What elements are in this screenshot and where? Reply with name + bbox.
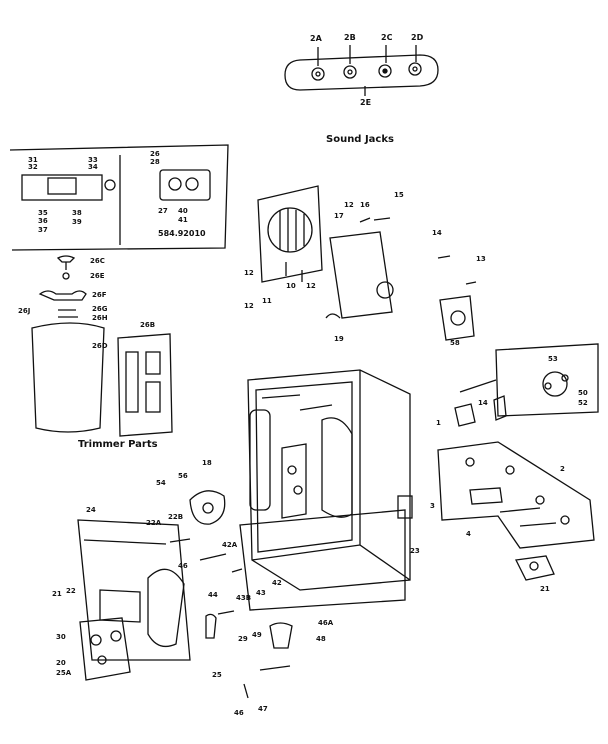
callout-42: 42 — [272, 579, 282, 587]
callout-46-b: 46 — [234, 709, 244, 717]
trimmer-parts — [31, 255, 173, 437]
callout-48: 48 — [316, 635, 326, 643]
callout-2C: 2C — [381, 33, 393, 42]
callout-36: 36 — [38, 217, 48, 225]
callout-29: 29 — [238, 635, 248, 643]
head-assembly — [257, 185, 477, 341]
callout-18: 18 — [202, 459, 212, 467]
main-cabinet — [239, 369, 413, 611]
callout-26C: 26C — [90, 257, 105, 265]
chassis-plate — [437, 395, 595, 581]
callout-2E: 2E — [360, 98, 372, 107]
callout-26J: 26J — [18, 307, 31, 315]
callout-22A: 22A — [146, 519, 162, 527]
callout-47: 47 — [258, 705, 268, 713]
callout-12-aa: 12 — [244, 302, 254, 310]
callout-43B: 43B — [236, 594, 252, 602]
callout-17: 17 — [334, 212, 344, 220]
callout-26G: 26G — [92, 305, 108, 313]
trimmer-parts-caption: Trimmer Parts — [78, 439, 158, 450]
callout-16: 16 — [360, 201, 370, 209]
callout-46A: 46A — [318, 619, 334, 627]
callout-31: 31 — [28, 156, 38, 164]
callout-12-b: 12 — [306, 282, 316, 290]
callout-52: 52 — [578, 399, 588, 407]
callout-33: 33 — [88, 156, 98, 164]
callout-49: 49 — [252, 631, 262, 639]
callout-2: 2 — [560, 465, 565, 473]
callout-42A: 42A — [222, 541, 238, 549]
callout-30: 30 — [56, 633, 66, 641]
right-inset-box — [459, 343, 599, 417]
callout-54: 54 — [156, 479, 166, 487]
callout-2A: 2A — [310, 34, 322, 43]
callout-23: 23 — [410, 547, 420, 555]
callout-43: 43 — [256, 589, 266, 597]
callout-56: 56 — [178, 472, 188, 480]
callout-28: 28 — [150, 158, 160, 166]
callout-41: 41 — [178, 216, 188, 224]
callout-22B: 22B — [168, 513, 184, 521]
callout-53: 53 — [548, 355, 558, 363]
callout-14-a: 14 — [432, 229, 442, 237]
callout-58: 58 — [450, 339, 460, 347]
callout-44: 44 — [208, 591, 218, 599]
callout-15: 15 — [394, 191, 404, 199]
callout-50: 50 — [578, 389, 588, 397]
callout-2D: 2D — [411, 33, 424, 42]
callout-21-b: 21 — [52, 590, 62, 598]
callout-38: 38 — [72, 209, 82, 217]
callout-26D: 26D — [92, 342, 108, 350]
callout-27: 27 — [158, 207, 168, 215]
callout-21: 21 — [540, 585, 550, 593]
callout-25A: 25A — [56, 669, 72, 677]
model-number-label: 584.92010 — [158, 229, 206, 238]
callout-12-a: 12 — [244, 269, 254, 277]
callout-12-c: 12 — [344, 201, 354, 209]
callout-13: 13 — [476, 255, 486, 263]
callout-39: 39 — [72, 218, 82, 226]
callout-26E: 26E — [90, 272, 105, 280]
callout-1: 1 — [436, 419, 441, 427]
callout-24: 24 — [86, 506, 96, 514]
callout-34: 34 — [88, 163, 98, 171]
callout-26F: 26F — [92, 291, 107, 299]
callout-11: 11 — [262, 297, 272, 305]
callout-26: 26 — [150, 150, 160, 158]
callout-20: 20 — [56, 659, 66, 667]
callout-4: 4 — [466, 530, 471, 538]
lower-frame-assembly — [77, 490, 293, 699]
callout-3: 3 — [430, 502, 435, 510]
control-module-boxes — [9, 144, 229, 251]
callout-10: 10 — [286, 282, 296, 290]
callout-46-a: 46 — [178, 562, 188, 570]
callout-26B: 26B — [140, 321, 156, 329]
callout-32: 32 — [28, 163, 38, 171]
callout-26H: 26H — [92, 314, 108, 322]
callout-14-b: 14 — [478, 399, 488, 407]
callout-2B: 2B — [344, 33, 356, 42]
callout-37: 37 — [38, 226, 48, 234]
callout-22: 22 — [66, 587, 76, 595]
callout-35: 35 — [38, 209, 48, 217]
callout-19: 19 — [334, 335, 344, 343]
sound-jacks-plate — [284, 45, 439, 96]
callout-40: 40 — [178, 207, 188, 215]
callout-25: 25 — [212, 671, 222, 679]
sound-jacks-caption: Sound Jacks — [326, 134, 394, 145]
